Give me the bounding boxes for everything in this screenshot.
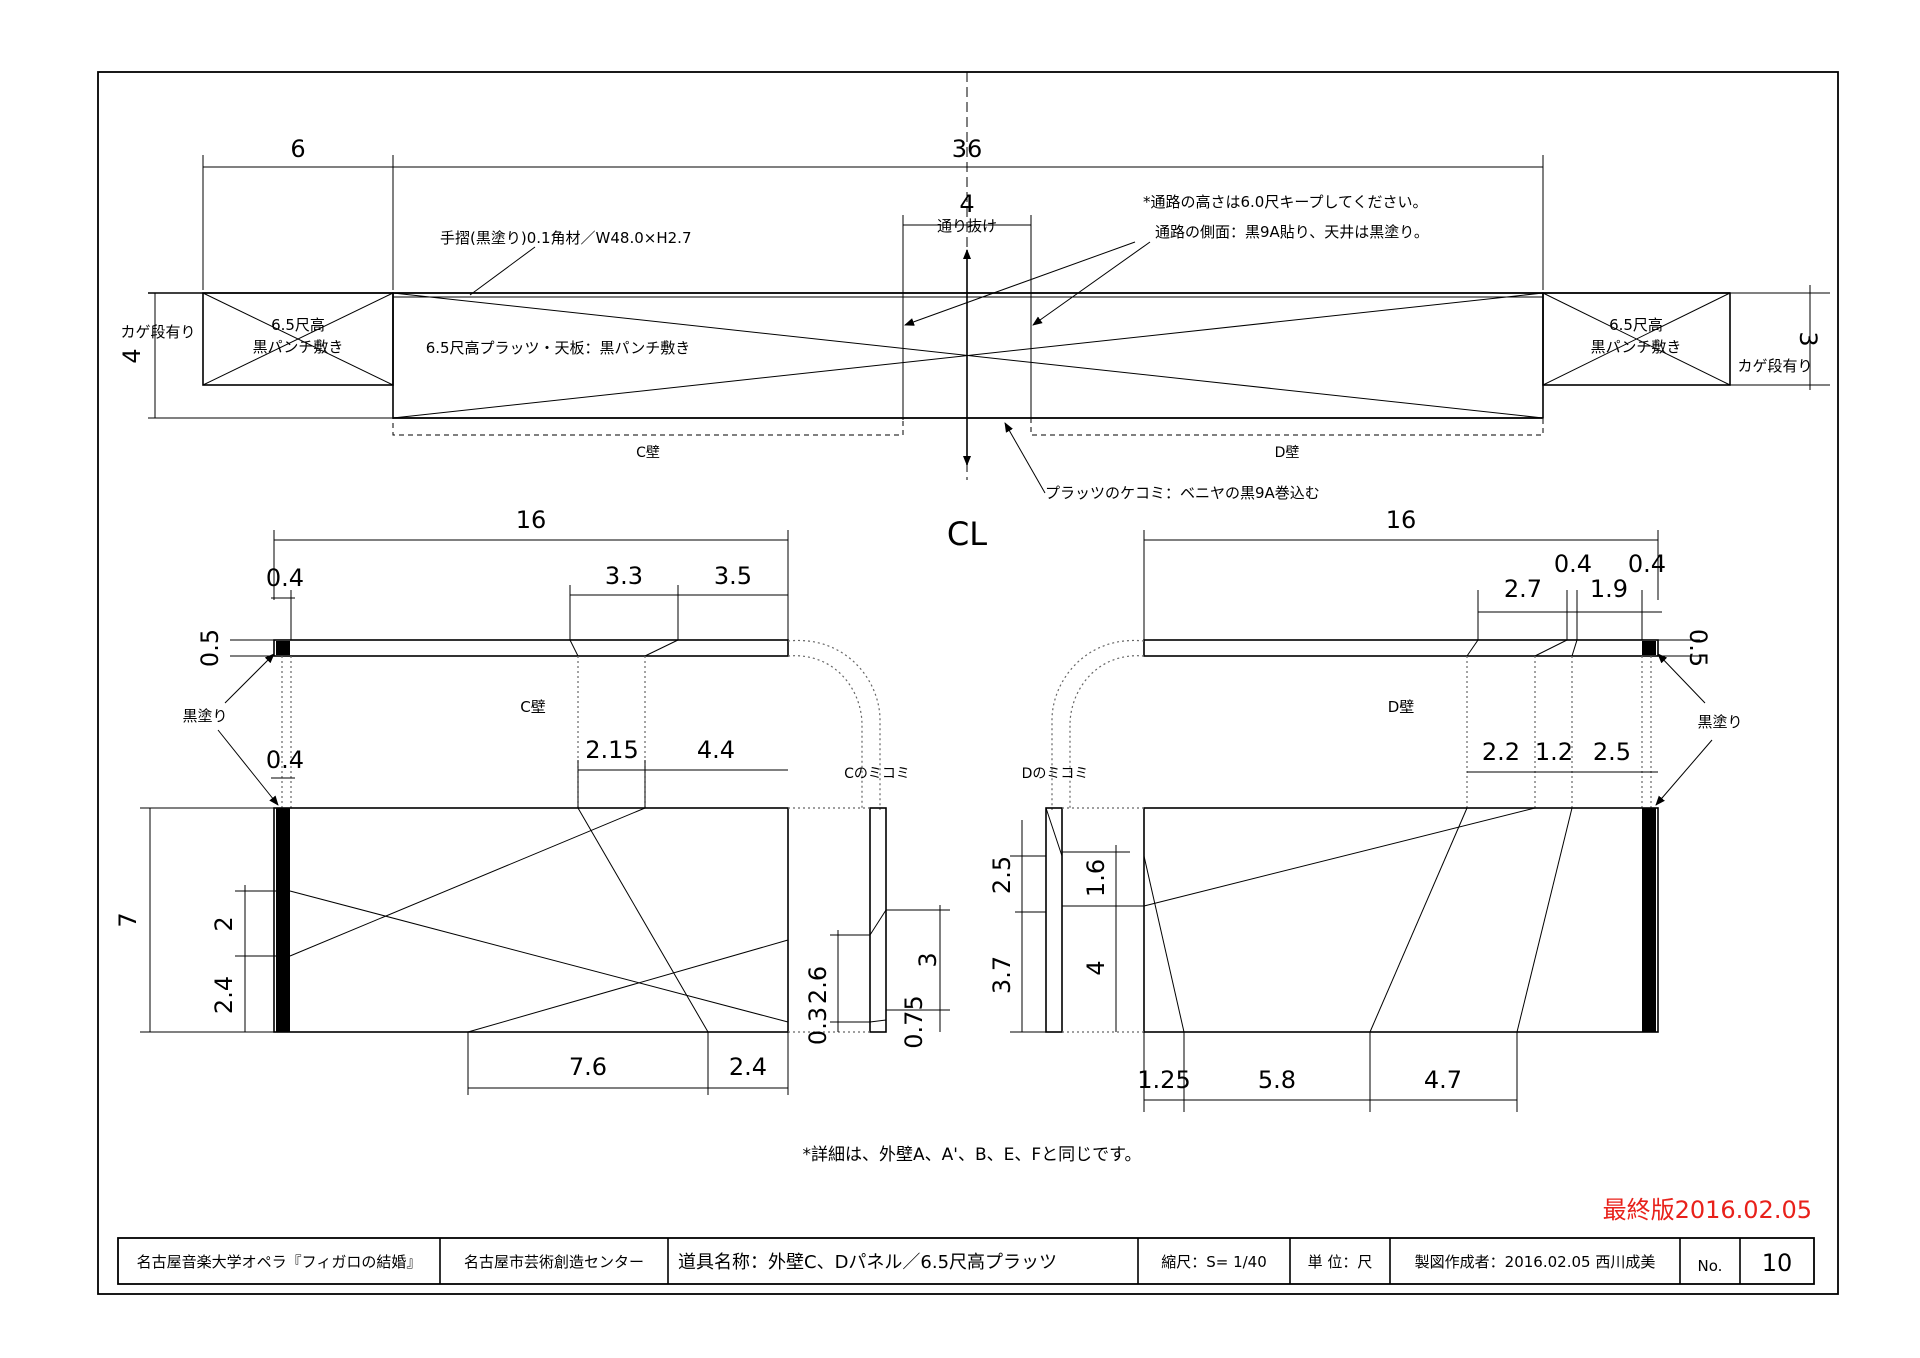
footer-note: *詳細は、外壁A、A'、B、E、Fと同じです。 [803, 1145, 1142, 1165]
left-box-line1: 6.5尺高 [271, 316, 325, 334]
right-box-line1: 6.5尺高 [1609, 316, 1663, 334]
d-wall-elevation: 16 0.4 0.4 2.7 1.9 0.5 D壁 Dのミコミ 黒塗り 2.2 … [988, 506, 1743, 1112]
centerline-symbol: CL [947, 515, 987, 553]
dim-label: 36 [952, 135, 983, 163]
d-wall-outline [1030, 417, 1544, 436]
wall-c-label: C壁 [636, 445, 660, 461]
prop-name: 道具名称：外壁C、Dパネル／6.5尺高プラッツ [678, 1252, 1057, 1273]
dim-label: 16 [1386, 506, 1417, 534]
dim-label: 1.9 [1590, 575, 1628, 603]
c-mikomi-label: Cのミコミ [844, 766, 910, 782]
dim-label: 16 [516, 506, 547, 534]
dim-label: 0.5 [196, 629, 224, 667]
dim-label: 1.2 [1535, 738, 1573, 766]
dim-label: 0.4 [1554, 550, 1592, 578]
dim-label: 3.3 [605, 562, 643, 590]
top-view: 6 36 4 通り抜け 手摺(黒塗り)0.1角材／W48.0×H2.7 *通路の… [118, 72, 1830, 553]
passage-label: 通り抜け [937, 217, 997, 235]
dim-label: 2.4 [210, 976, 238, 1014]
passage-note-2: 通路の側面：黒9A貼り、天井は黒塗り。 [1155, 223, 1429, 241]
dim-label: 0.75 [900, 995, 928, 1048]
dim-label: 4.7 [1424, 1066, 1462, 1094]
dim-label: 3 [1794, 331, 1822, 346]
dim-label: 2.5 [988, 856, 1016, 894]
dim-label: 4.4 [697, 736, 735, 764]
sheet-frame [97, 71, 1839, 1295]
dim-label: 0.5 [1684, 629, 1712, 667]
dim-label: 0.4 [1628, 550, 1666, 578]
dim-label: 4 [1082, 960, 1110, 975]
wall-d-label: D壁 [1275, 445, 1300, 461]
kekomi-note: プラッツのケコミ：ベニヤの黒9A巻込む [1045, 484, 1320, 502]
unit: 単 位：尺 [1308, 1253, 1373, 1271]
right-side-label: カゲ段有り [1737, 357, 1812, 375]
d-wall-black-edge [1642, 808, 1656, 1032]
scale: 縮尺：S= 1/40 [1161, 1253, 1267, 1271]
main-platform-label: 6.5尺高プラッツ・天板：黒パンチ敷き [426, 339, 691, 357]
dim-label: 6 [290, 135, 305, 163]
dim-label: 2.15 [585, 736, 638, 764]
d-wall-label: D壁 [1388, 698, 1415, 716]
c-wall-label: C壁 [520, 698, 545, 716]
dim-label: 2.6 [804, 966, 832, 1004]
dim-top-6: 6 [202, 135, 394, 290]
dim-label: 5.8 [1258, 1066, 1296, 1094]
dim-label: 3.7 [988, 956, 1016, 994]
d-wall-panel [1143, 807, 1659, 1033]
venue: 名古屋市芸術創造センター [464, 1253, 644, 1271]
sheet-number: 10 [1762, 1249, 1793, 1277]
dim-label: 2.7 [1504, 575, 1542, 603]
left-box-line2: 黒パンチ敷き [253, 338, 344, 356]
dim-label: 4 [118, 348, 146, 363]
dim-label: 3 [914, 952, 942, 967]
dim-label: 1.6 [1082, 859, 1110, 897]
dim-label: 2.4 [729, 1053, 767, 1081]
black-paint-label: 黒塗り [182, 707, 227, 725]
right-box-line2: 黒パンチ敷き [1591, 338, 1682, 356]
c-wall-panel [273, 807, 789, 1033]
final-version-stamp: 最終版2016.02.05 [1603, 1196, 1812, 1224]
dim-label: 0.4 [266, 746, 304, 774]
dim-label: 0.3 [804, 1007, 832, 1045]
dim-label: 4 [959, 190, 974, 218]
left-step-box [202, 292, 394, 386]
dim-label: 2.2 [1482, 738, 1520, 766]
handrail-note: 手摺(黒塗り)0.1角材／W48.0×H2.7 [440, 229, 692, 247]
dim-label: 0.4 [266, 564, 304, 592]
c-wall-black-edge [276, 808, 290, 1032]
production-title: 名古屋音楽大学オペラ『フィガロの結婚』 [137, 1253, 422, 1271]
dim-label: 1.25 [1137, 1066, 1190, 1094]
title-block: 名古屋音楽大学オペラ『フィガロの結婚』 名古屋市芸術創造センター 道具名称：外壁… [117, 1237, 1815, 1285]
c-wall-elevation: 16 0.4 3.3 3.5 0.5 C壁 Cのミコミ 黒塗り [114, 506, 950, 1095]
no-label: No. [1698, 1257, 1723, 1275]
left-side-label: カゲ段有り [120, 323, 195, 341]
black-paint-label: 黒塗り [1697, 713, 1742, 731]
c-mikomi-panel [869, 807, 887, 1033]
passage-note-1: *通路の高さは6.0尺キープしてください。 [1143, 193, 1428, 211]
right-step-box [1542, 292, 1731, 386]
dim-label: 2.5 [1593, 738, 1631, 766]
dim-label: 7 [114, 912, 142, 927]
c-wall-outline [392, 417, 904, 436]
dim-label: 2 [210, 916, 238, 931]
drafter: 製図作成者：2016.02.05 西川成美 [1415, 1253, 1656, 1271]
dim-label: 3.5 [714, 562, 752, 590]
dim-top-36: 36 [393, 135, 1544, 290]
d-mikomi-label: Dのミコミ [1022, 766, 1089, 782]
dim-label: 7.6 [569, 1053, 607, 1081]
d-mikomi-panel [1045, 807, 1063, 1033]
